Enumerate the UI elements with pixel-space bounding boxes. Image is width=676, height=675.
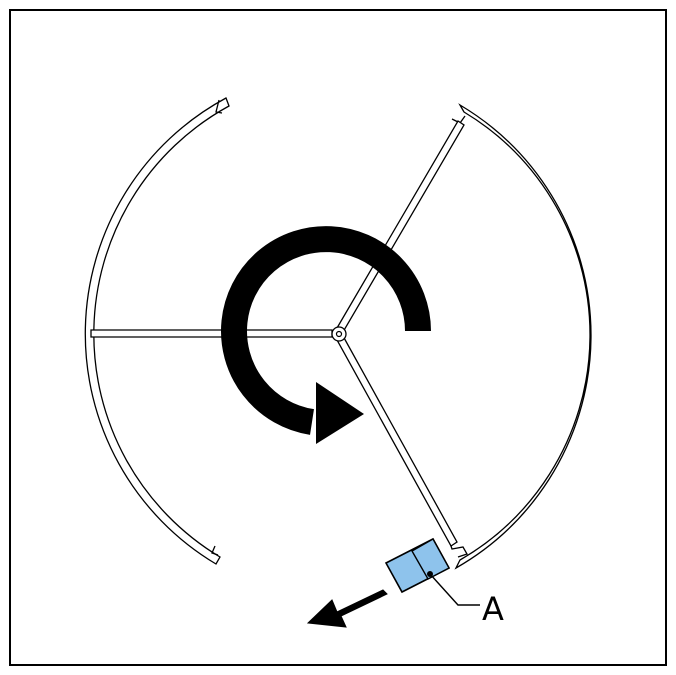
left-ring-notch-bottom [211,545,219,556]
component-block-icon [384,537,451,594]
left-ring-notch-top [215,99,223,114]
diagram-frame [9,9,667,666]
left-spoke [90,329,333,338]
rotation-arrow-icon [221,226,431,444]
lower-right-spoke [336,335,458,547]
component-block-section [411,538,450,580]
right-ring-segment [454,103,592,570]
pull-direction-arrow-icon [306,589,388,628]
callout-label-a: A [482,590,504,628]
callout-leader-line [429,573,480,606]
hub-center [335,330,343,338]
left-ring-segment [84,97,230,565]
